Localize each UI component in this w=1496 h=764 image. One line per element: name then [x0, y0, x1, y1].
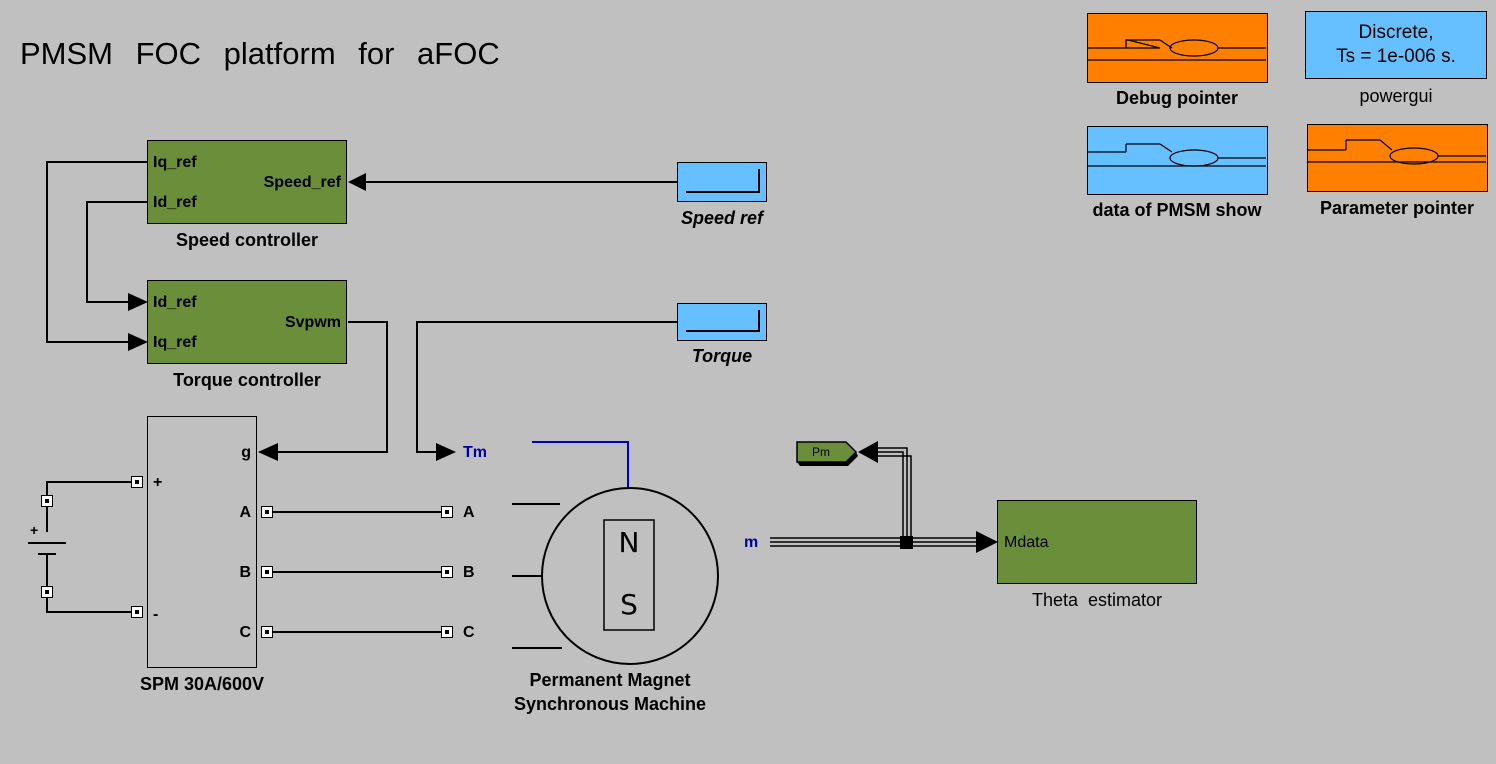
powergui-line2: Ts = 1e-006 s. [1336, 46, 1456, 67]
parameter-pointer-caption: Parameter pointer [1319, 198, 1475, 218]
pm-goto-label: Pm [812, 445, 830, 459]
pmsm-b-connector[interactable] [441, 566, 453, 578]
pmsm-caption-line2: Synchronous Machine [513, 694, 707, 714]
spm-c-port: C [239, 624, 251, 641]
data-show-caption: data of PMSM show [1092, 200, 1262, 220]
theta-estimator-mdata-port: Mdata [1004, 534, 1049, 551]
spm-b-port: B [239, 564, 251, 581]
spm-g-port: g [241, 444, 251, 461]
pmsm-m-port: m [744, 534, 759, 551]
spm-b-connector[interactable] [261, 566, 273, 578]
speed-ref-constant-glyph [686, 169, 760, 193]
spm-c-connector[interactable] [261, 626, 273, 638]
torque-controller-block[interactable]: Id_ref Iq_ref Svpwm [147, 280, 347, 364]
pmsm-a-port: A [463, 504, 475, 521]
spm-caption: SPM 30A/600V [139, 674, 265, 694]
speed-controller-iq-ref-port: Iq_ref [153, 154, 197, 171]
torque-controller-iq-ref-port: Iq_ref [153, 334, 197, 351]
pmsm-b-port: B [463, 564, 475, 581]
debug-pointer-caption: Debug pointer [1116, 88, 1238, 108]
spm-a-connector[interactable] [261, 506, 273, 518]
spm-minus-connector[interactable] [131, 606, 143, 618]
spm-minus-port: - [153, 606, 159, 623]
speed-controller-block[interactable]: Iq_ref Id_ref Speed_ref [147, 140, 347, 224]
pmsm-caption-line1: Permanent Magnet [529, 670, 691, 690]
speed-ref-caption: Speed ref [680, 208, 764, 228]
pmsm-south-label: S [620, 588, 638, 621]
dc-plus-connector[interactable] [41, 495, 53, 507]
pmsm-c-connector[interactable] [441, 626, 453, 638]
torque-controller-caption: Torque controller [173, 370, 321, 390]
pmsm-tm-port: Tm [463, 444, 487, 461]
spm-plus-port: + [153, 474, 163, 491]
pmsm-a-connector[interactable] [441, 506, 453, 518]
speed-controller-caption: Speed controller [175, 230, 319, 250]
pm-goto-tag[interactable] [796, 440, 860, 466]
speed-controller-speed-ref-port: Speed_ref [263, 174, 341, 191]
pmsm-c-port: C [463, 624, 475, 641]
dc-minus-connector[interactable] [41, 586, 53, 598]
torque-controller-id-ref-port: Id_ref [153, 294, 197, 311]
spm-plus-connector[interactable] [131, 476, 143, 488]
powergui-block[interactable]: Discrete, Ts = 1e-006 s. [1305, 11, 1487, 79]
torque-caption: Torque [691, 346, 753, 366]
page-title: PMSM FOC platform for aFOC [20, 36, 500, 71]
powergui-caption: powergui [1359, 86, 1433, 106]
spm-inverter-block[interactable]: + - g A B C [147, 416, 257, 668]
torque-constant-block[interactable] [677, 303, 767, 341]
speed-ref-constant-block[interactable] [677, 162, 767, 202]
theta-estimator-block[interactable]: Mdata [997, 500, 1197, 584]
torque-constant-glyph [686, 310, 760, 332]
dc-plus-label: + [30, 522, 38, 538]
powergui-line1: Discrete, [1358, 22, 1434, 43]
theta-estimator-caption: Theta estimator [1031, 590, 1163, 610]
torque-controller-svpwm-port: Svpwm [284, 314, 341, 331]
spm-a-port: A [239, 504, 251, 521]
speed-controller-id-ref-port: Id_ref [153, 194, 197, 211]
pmsm-north-label: N [619, 526, 640, 559]
